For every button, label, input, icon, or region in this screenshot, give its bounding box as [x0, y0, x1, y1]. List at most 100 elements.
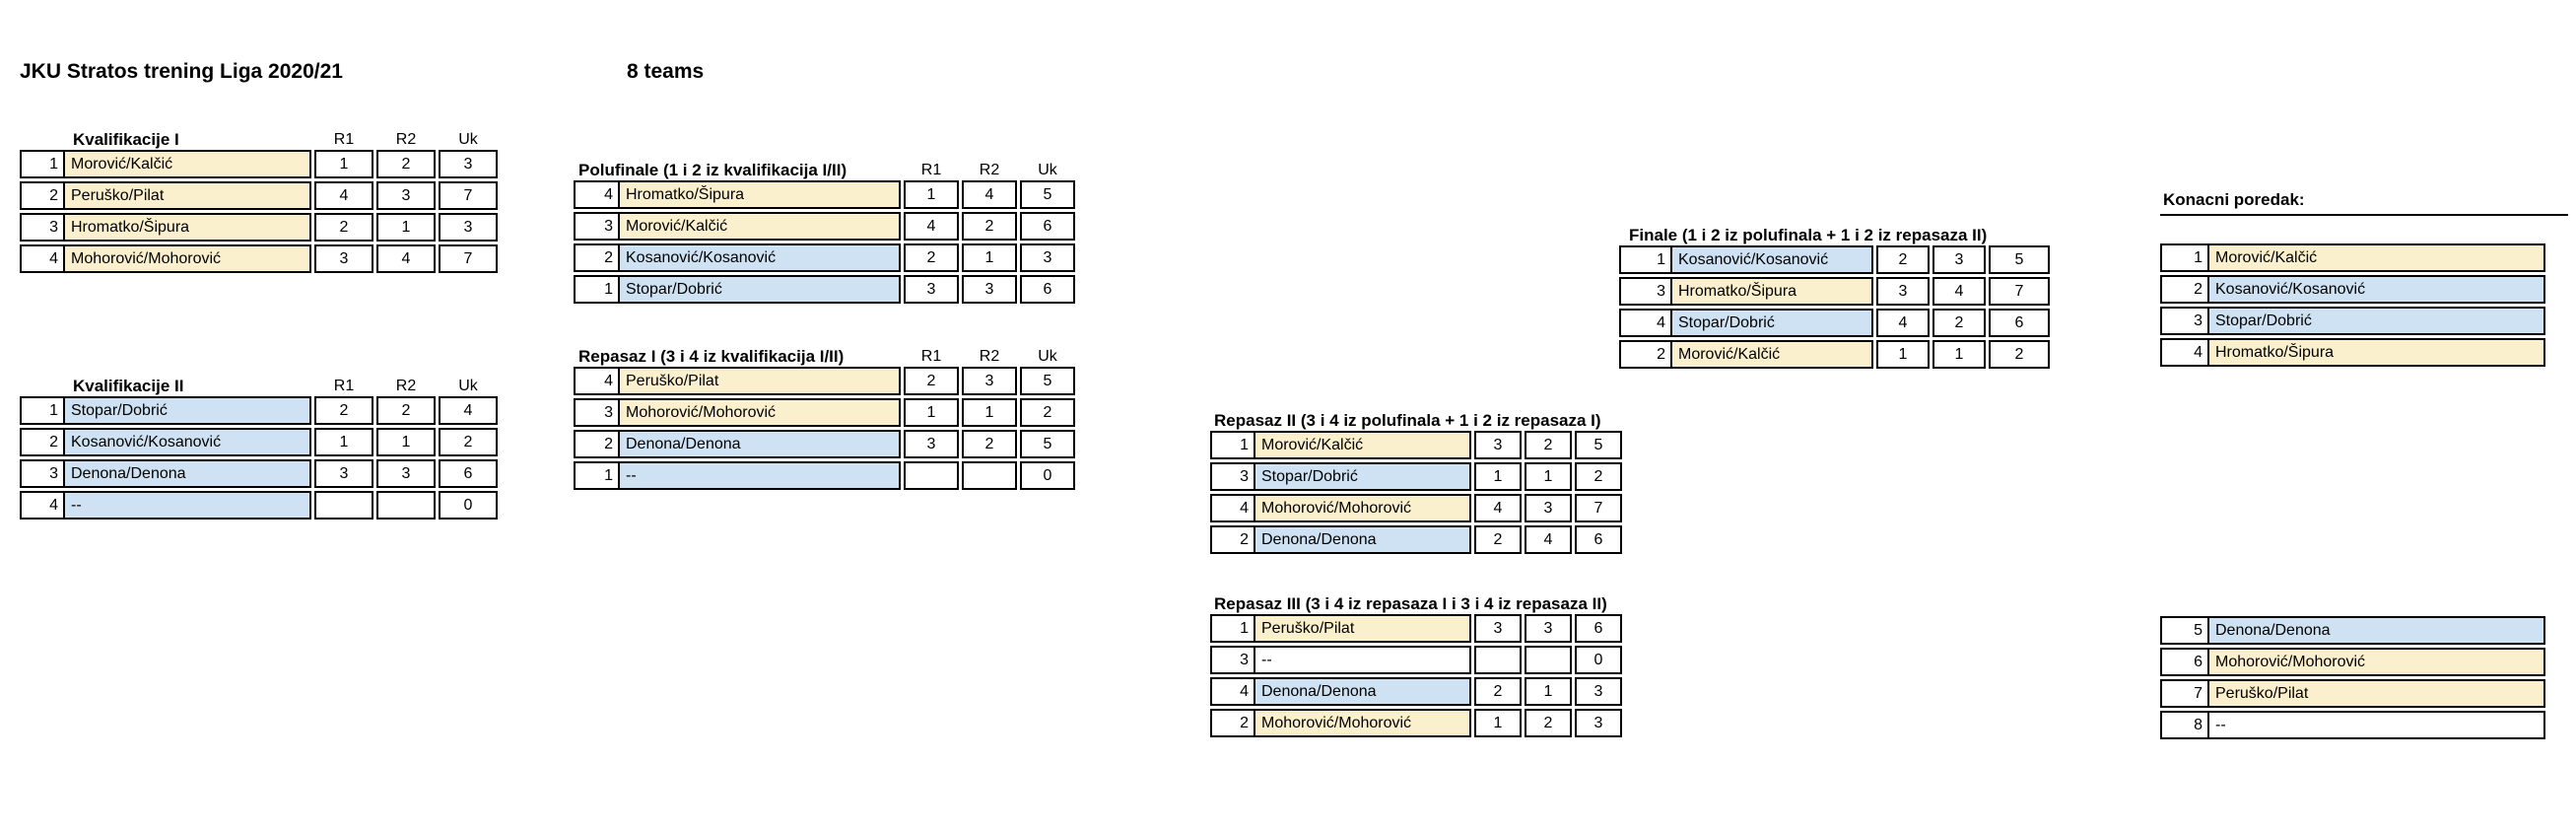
- rank-cell[interactable]: 4: [1212, 496, 1255, 520]
- rank-cell[interactable]: 3: [2162, 309, 2209, 333]
- score-r1-cell[interactable]: 4: [1474, 494, 1522, 522]
- score-r1-cell[interactable]: 3: [314, 244, 373, 273]
- team-name-cell[interactable]: Morović/Kalčić: [1255, 433, 1469, 457]
- score-r2-cell[interactable]: 2: [1932, 309, 1986, 337]
- team-name-cell[interactable]: Peruško/Pilat: [2209, 681, 2543, 706]
- score-uk-cell[interactable]: 7: [439, 244, 498, 273]
- team-name-cell[interactable]: Peruško/Pilat: [65, 183, 309, 208]
- score-r2-cell[interactable]: 2: [376, 150, 436, 178]
- score-r1-cell[interactable]: 2: [1474, 677, 1522, 706]
- score-uk-cell[interactable]: 3: [1575, 709, 1622, 737]
- rank-cell[interactable]: 2: [1212, 711, 1255, 735]
- team-name-cell[interactable]: Denona/Denona: [65, 461, 309, 486]
- score-uk-cell[interactable]: 2: [1575, 462, 1622, 491]
- team-name-cell[interactable]: Stopar/Dobrić: [2209, 309, 2543, 333]
- team-name-cell[interactable]: Morović/Kalčić: [2209, 245, 2543, 270]
- team-name-cell[interactable]: Kosanović/Kosanović: [2209, 277, 2543, 302]
- score-uk-cell[interactable]: 5: [1020, 430, 1075, 458]
- rank-cell[interactable]: 3: [22, 461, 65, 486]
- score-r1-cell[interactable]: [314, 491, 373, 520]
- rank-cell[interactable]: 3: [576, 400, 620, 425]
- score-uk-cell[interactable]: 2: [1020, 398, 1075, 427]
- rank-cell[interactable]: 3: [1212, 464, 1255, 489]
- team-name-cell[interactable]: Stopar/Dobrić: [620, 277, 899, 302]
- score-uk-cell[interactable]: 6: [1020, 212, 1075, 241]
- score-r1-cell[interactable]: 3: [1474, 614, 1522, 643]
- rank-cell[interactable]: 1: [2162, 245, 2209, 270]
- team-name-cell[interactable]: Mohorović/Mohorović: [2209, 650, 2543, 674]
- rank-cell[interactable]: 7: [2162, 681, 2209, 706]
- team-name-cell[interactable]: Stopar/Dobrić: [1672, 311, 1871, 335]
- team-name-cell[interactable]: --: [2209, 713, 2543, 737]
- score-uk-cell[interactable]: 0: [1020, 461, 1075, 490]
- score-r1-cell[interactable]: 4: [314, 181, 373, 210]
- rank-cell[interactable]: 2: [1212, 527, 1255, 552]
- team-name-cell[interactable]: --: [65, 493, 309, 518]
- rank-cell[interactable]: 4: [576, 369, 620, 393]
- score-r1-cell[interactable]: 3: [1474, 431, 1522, 459]
- team-name-cell[interactable]: Peruško/Pilat: [620, 369, 899, 393]
- score-r2-cell[interactable]: 1: [1525, 462, 1572, 491]
- score-r2-cell[interactable]: 3: [962, 275, 1017, 304]
- team-name-cell[interactable]: Hromatko/Šipura: [65, 215, 309, 240]
- score-r2-cell[interactable]: 1: [376, 213, 436, 242]
- score-r2-cell[interactable]: 3: [1525, 614, 1572, 643]
- rank-cell[interactable]: 3: [576, 214, 620, 239]
- team-name-cell[interactable]: Denona/Denona: [1255, 679, 1469, 704]
- score-r2-cell[interactable]: 1: [962, 243, 1017, 272]
- team-name-cell[interactable]: --: [620, 463, 899, 488]
- rank-cell[interactable]: 2: [22, 183, 65, 208]
- score-r2-cell[interactable]: 1: [962, 398, 1017, 427]
- score-r2-cell[interactable]: [376, 491, 436, 520]
- rank-cell[interactable]: 4: [22, 246, 65, 271]
- team-name-cell[interactable]: Denona/Denona: [1255, 527, 1469, 552]
- rank-cell[interactable]: 8: [2162, 713, 2209, 737]
- score-r1-cell[interactable]: 1: [904, 180, 959, 209]
- score-r1-cell[interactable]: 1: [904, 398, 959, 427]
- rank-cell[interactable]: 2: [22, 430, 65, 454]
- team-name-cell[interactable]: Mohorović/Mohorović: [65, 246, 309, 271]
- rank-cell[interactable]: 1: [1212, 433, 1255, 457]
- team-name-cell[interactable]: Morović/Kalčić: [1672, 342, 1871, 367]
- score-r1-cell[interactable]: 1: [1474, 462, 1522, 491]
- score-r2-cell[interactable]: 4: [1932, 277, 1986, 306]
- rank-cell[interactable]: 4: [2162, 340, 2209, 365]
- team-name-cell[interactable]: Denona/Denona: [2209, 618, 2543, 643]
- score-r1-cell[interactable]: 2: [904, 243, 959, 272]
- team-name-cell[interactable]: Morović/Kalčić: [620, 214, 899, 239]
- score-r2-cell[interactable]: 2: [1525, 431, 1572, 459]
- score-r2-cell[interactable]: 4: [1525, 525, 1572, 554]
- rank-cell[interactable]: 1: [22, 152, 65, 176]
- score-r1-cell[interactable]: 1: [314, 150, 373, 178]
- score-r1-cell[interactable]: 2: [1876, 245, 1930, 274]
- score-r2-cell[interactable]: 2: [962, 430, 1017, 458]
- team-name-cell[interactable]: Peruško/Pilat: [1255, 616, 1469, 641]
- rank-cell[interactable]: 1: [22, 398, 65, 423]
- score-r1-cell[interactable]: 3: [904, 275, 959, 304]
- score-r1-cell[interactable]: 4: [904, 212, 959, 241]
- score-r1-cell[interactable]: 2: [904, 367, 959, 395]
- score-uk-cell[interactable]: 5: [1575, 431, 1622, 459]
- score-uk-cell[interactable]: 0: [1575, 646, 1622, 674]
- score-uk-cell[interactable]: 5: [1020, 367, 1075, 395]
- rank-cell[interactable]: 3: [22, 215, 65, 240]
- score-uk-cell[interactable]: 7: [439, 181, 498, 210]
- score-r2-cell[interactable]: 3: [962, 367, 1017, 395]
- score-uk-cell[interactable]: 5: [1020, 180, 1075, 209]
- score-uk-cell[interactable]: 6: [1020, 275, 1075, 304]
- score-r1-cell[interactable]: 3: [1876, 277, 1930, 306]
- score-uk-cell[interactable]: 3: [439, 150, 498, 178]
- rank-cell[interactable]: 4: [22, 493, 65, 518]
- score-r2-cell[interactable]: 3: [376, 459, 436, 488]
- score-r2-cell[interactable]: [962, 461, 1017, 490]
- rank-cell[interactable]: 1: [1621, 247, 1672, 272]
- rank-cell[interactable]: 1: [1212, 616, 1255, 641]
- score-r1-cell[interactable]: 3: [314, 459, 373, 488]
- score-r2-cell[interactable]: 4: [376, 244, 436, 273]
- team-name-cell[interactable]: Kosanović/Kosanović: [65, 430, 309, 454]
- score-r2-cell[interactable]: 1: [376, 428, 436, 456]
- score-r1-cell[interactable]: 2: [314, 213, 373, 242]
- score-r2-cell[interactable]: [1525, 646, 1572, 674]
- rank-cell[interactable]: 5: [2162, 618, 2209, 643]
- rank-cell[interactable]: 2: [2162, 277, 2209, 302]
